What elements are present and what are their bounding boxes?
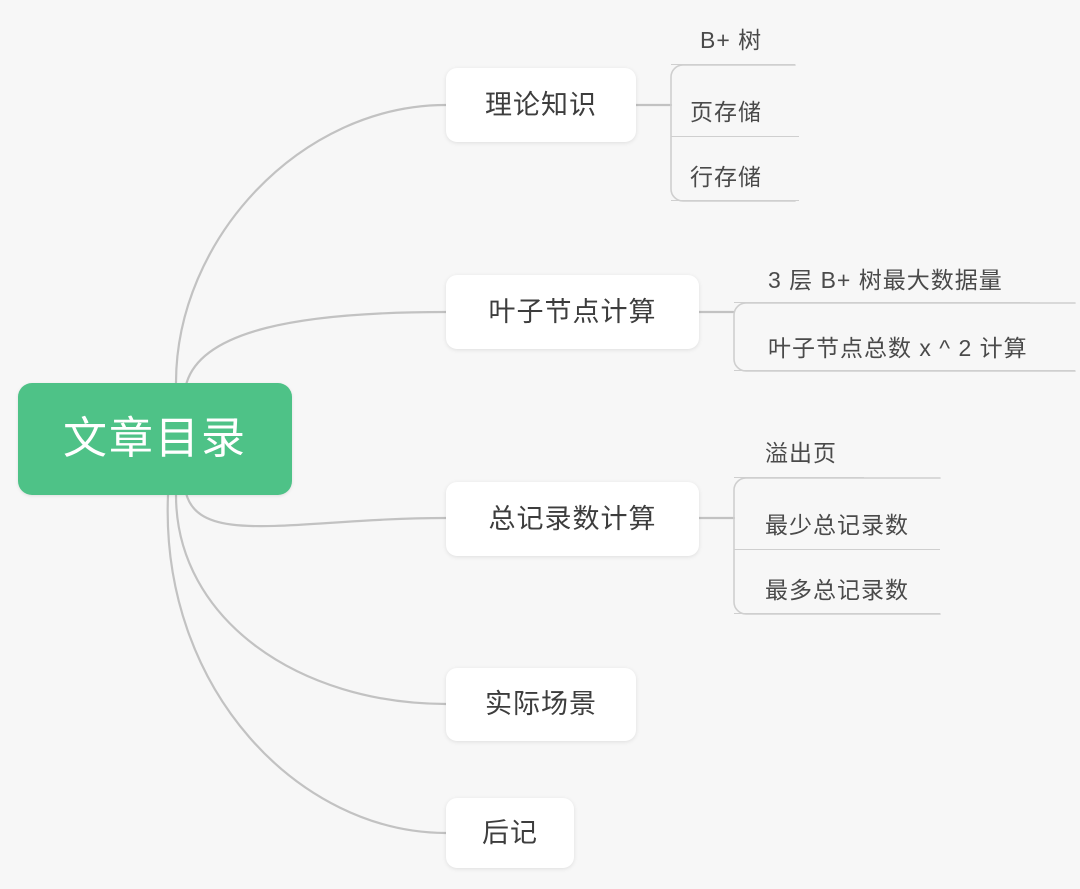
leaf-underline-1-2 — [671, 136, 799, 137]
leaf-node-3-3[interactable]: 最多总记录数 — [765, 568, 909, 612]
leaf-node-3-3-label: 最多总记录数 — [765, 576, 909, 603]
branch-node-3-label: 总记录数计算 — [488, 503, 657, 534]
root-node-label: 文章目录 — [63, 414, 247, 463]
leaf-underline-1-1 — [671, 64, 795, 65]
leaf-underline-2-2 — [734, 370, 1075, 371]
leaf-underline-3-3 — [734, 613, 940, 614]
leaf-underline-3-2 — [734, 549, 940, 550]
leaf-node-3-2-label: 最少总记录数 — [765, 511, 909, 538]
leaf-node-1-1[interactable]: B+ 树 — [700, 18, 762, 62]
leaf-node-2-2-label: 叶子节点总数 x ^ 2 计算 — [768, 334, 1028, 361]
connector-root-to-branch-1 — [174, 103, 448, 385]
leaf-underline-1-3 — [671, 200, 799, 201]
leaf-node-1-3-label: 行存储 — [690, 163, 762, 190]
root-node[interactable]: 文章目录 — [18, 383, 292, 495]
branch-node-1[interactable]: 理论知识 — [446, 68, 636, 142]
branch-node-5[interactable]: 后记 — [446, 798, 574, 868]
leaf-underline-3-1 — [734, 477, 864, 478]
leaf-node-2-1-label: 3 层 B+ 树最大数据量 — [768, 266, 1003, 293]
leaf-node-3-1[interactable]: 溢出页 — [765, 431, 837, 475]
connector-root-to-branch-5 — [166, 493, 448, 835]
connector-root-to-branch-2 — [184, 310, 448, 387]
leaf-node-1-1-label: B+ 树 — [700, 26, 763, 53]
leaf-node-1-2[interactable]: 页存储 — [690, 90, 762, 134]
leaf-node-1-2-label: 页存储 — [690, 98, 762, 125]
branch-node-1-label: 理论知识 — [485, 89, 597, 120]
leaf-node-1-3[interactable]: 行存储 — [690, 155, 762, 199]
branch-node-3[interactable]: 总记录数计算 — [446, 482, 699, 556]
leaf-node-2-2[interactable]: 叶子节点总数 x ^ 2 计算 — [768, 326, 1028, 370]
branch-node-2[interactable]: 叶子节点计算 — [446, 275, 699, 349]
leaf-node-2-1[interactable]: 3 层 B+ 树最大数据量 — [768, 258, 1003, 302]
branch-node-2-label: 叶子节点计算 — [488, 296, 657, 327]
connector-root-to-branch-3 — [184, 491, 448, 528]
branch-node-4-label: 实际场景 — [485, 689, 597, 719]
branch-node-4[interactable]: 实际场景 — [446, 668, 636, 741]
leaf-node-3-2[interactable]: 最少总记录数 — [765, 503, 909, 547]
leaf-node-3-1-label: 溢出页 — [765, 439, 837, 466]
leaf-underline-2-1 — [734, 302, 1030, 303]
connector-root-to-branch-4 — [174, 493, 448, 706]
branch-node-5-label: 后记 — [482, 817, 538, 848]
